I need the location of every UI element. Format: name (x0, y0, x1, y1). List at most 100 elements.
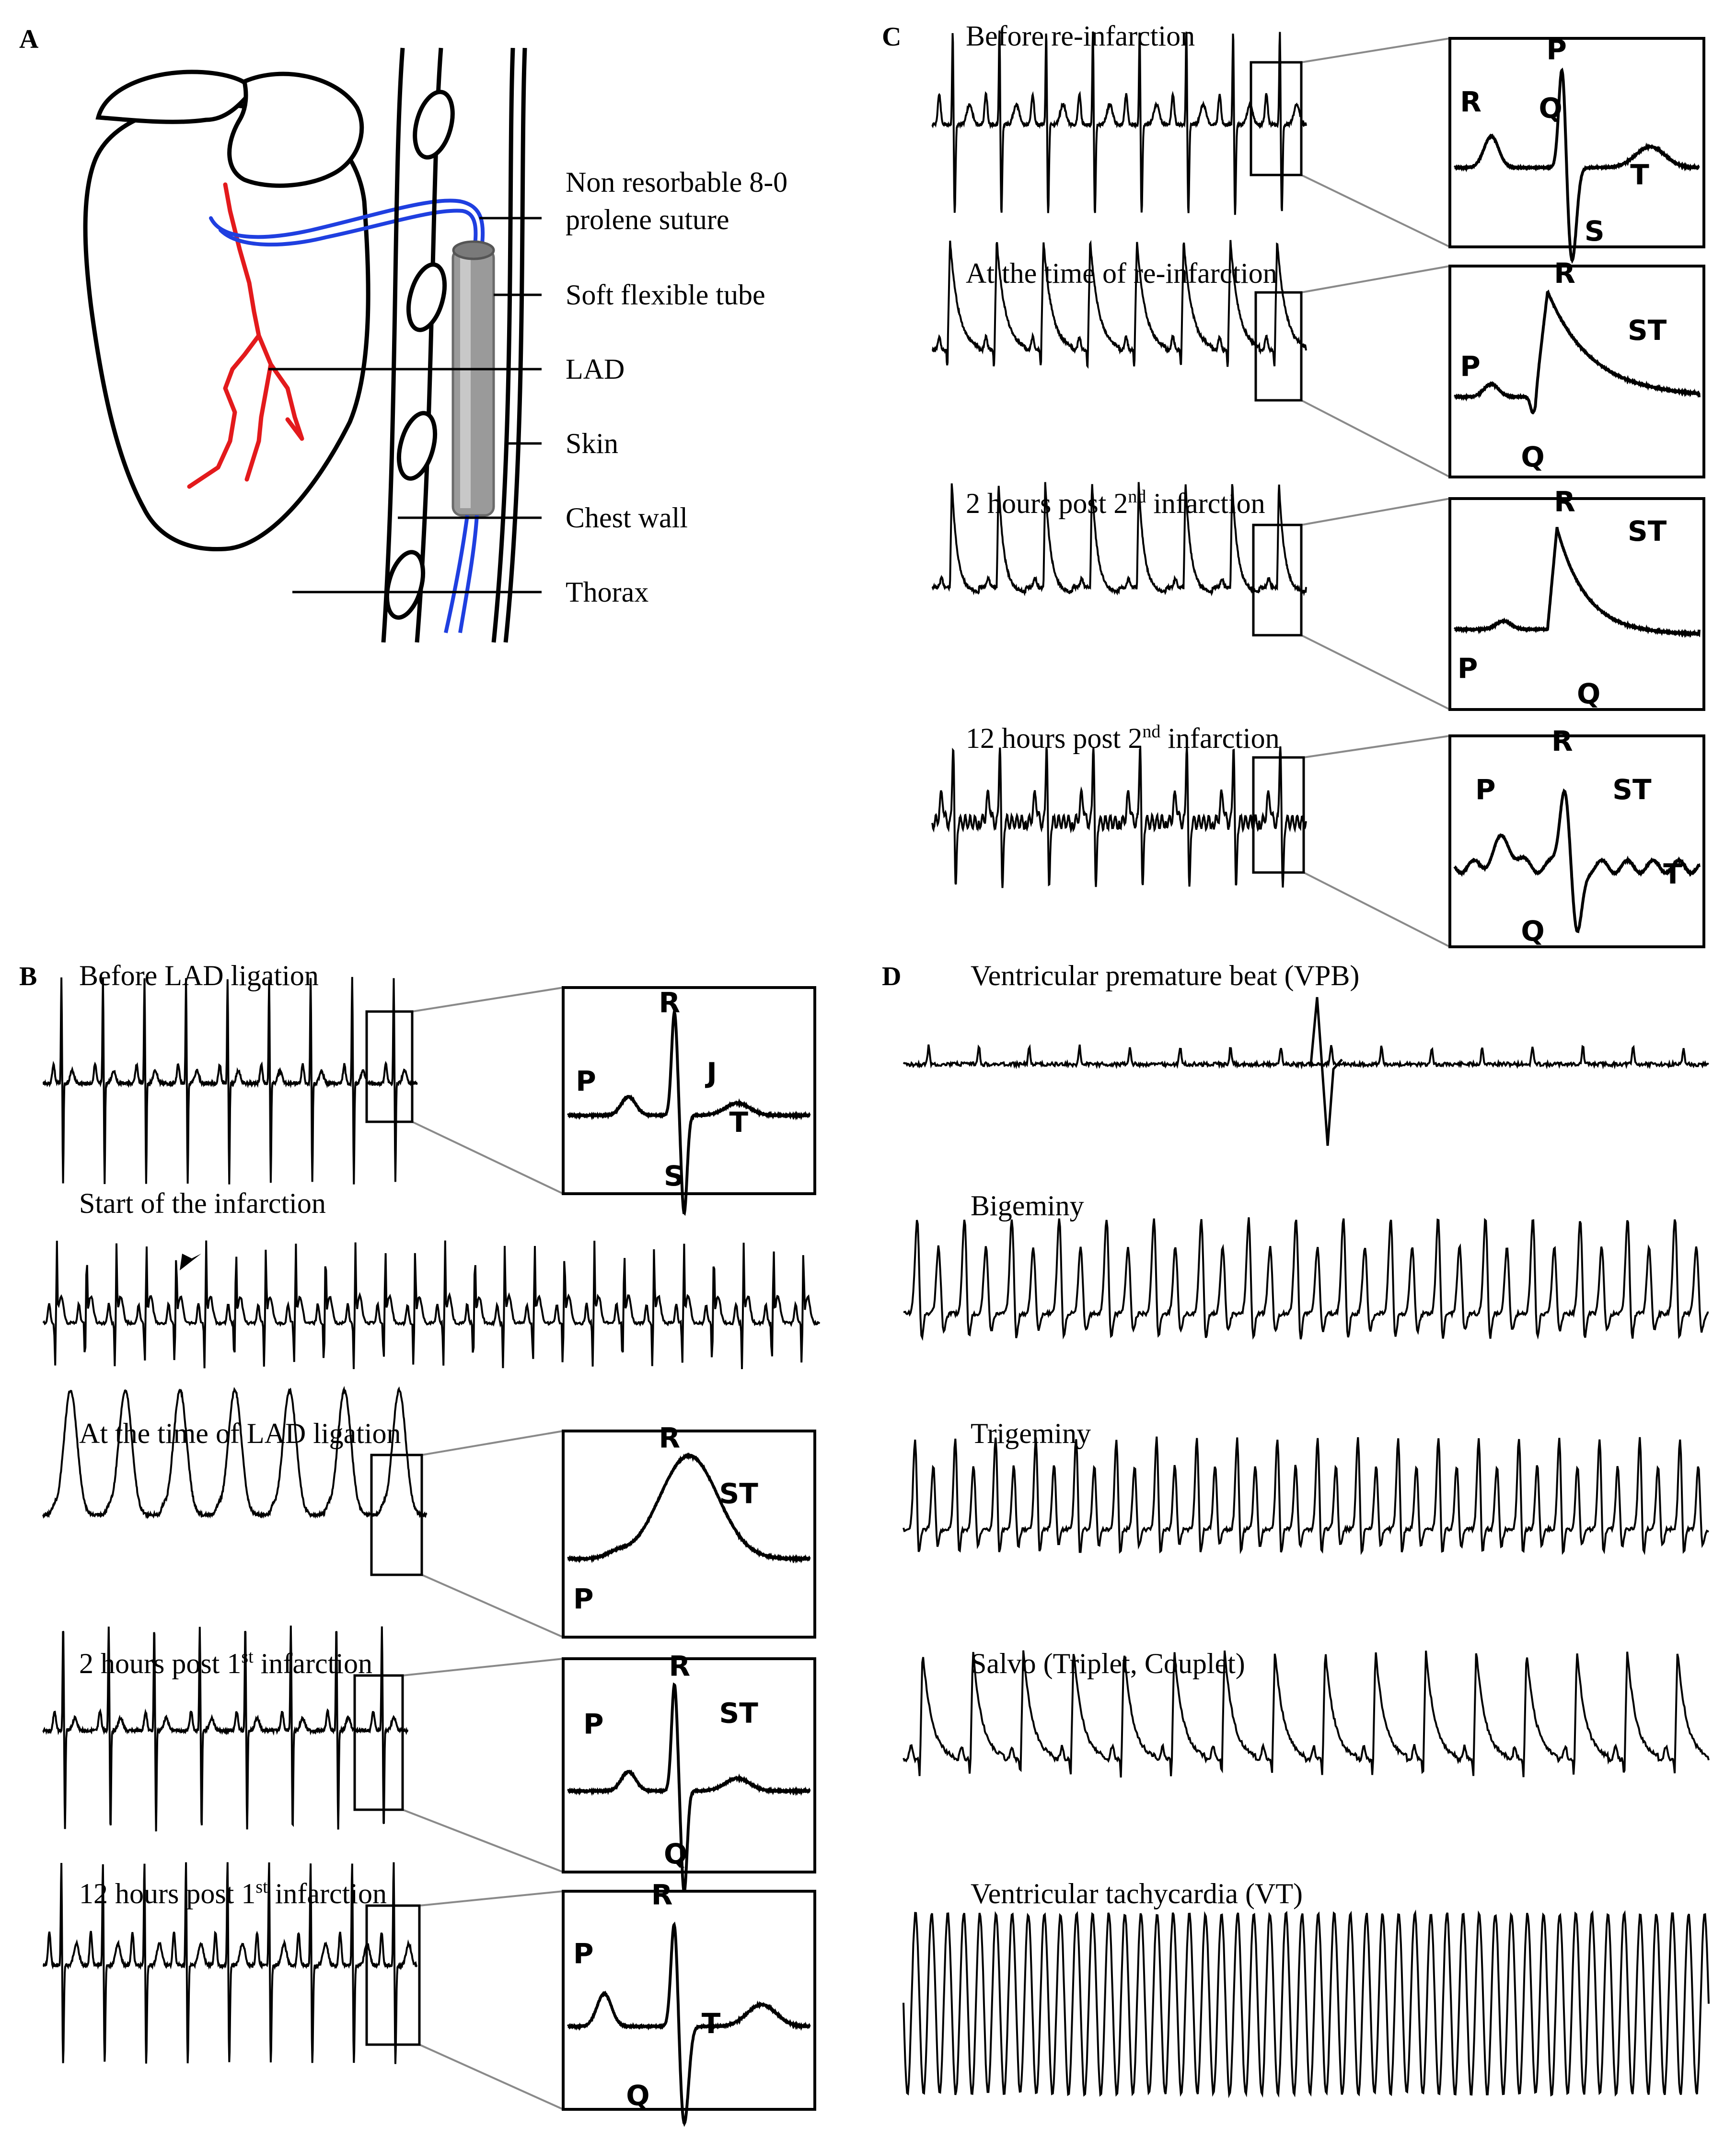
panel-b-1-zoom-box (365, 1010, 414, 1123)
panel-d-ecg-trace-1 (903, 1044, 1709, 1070)
panel-c-1-zoom-line-bottom (1301, 174, 1450, 248)
panel-b-trace-title-5-part: 12 hours post 1 (79, 1878, 255, 1909)
panel-c-inset-4-wave-label: T (1663, 858, 1682, 890)
label-lad: LAD (566, 353, 625, 385)
panel-c-4-zoom-box (1252, 756, 1305, 874)
panel-b-trace-title-5: 12 hours post 1st infarction (79, 1877, 387, 1909)
tube-highlight (460, 256, 471, 508)
panel-c-3-zoom-box (1252, 524, 1303, 637)
panel-c-inset-1-wave-label: P (1546, 34, 1567, 66)
panel-c-inset-2-wave-label: P (1460, 350, 1481, 383)
heart-atrium-right (227, 71, 364, 188)
panel-d-letter: D (882, 962, 901, 991)
rib-3 (396, 411, 438, 481)
panel-c-inset-3-wave-label: Q (1577, 677, 1600, 710)
panel-b-1-zoom-line-top (412, 987, 564, 1012)
rib-2 (406, 262, 447, 332)
premature-beat (1309, 997, 1343, 1146)
label-suture-2: prolene suture (566, 204, 729, 235)
panel-c-4-zoom-line-top (1303, 735, 1450, 758)
panel-c-inset-4-waveform (1453, 788, 1701, 933)
panel-b-inset-1-waveform (567, 1010, 811, 1216)
panel-b-trace-title-4-rest: infarction (254, 1648, 372, 1679)
panel-c-inset-1-wave-label: R (1460, 85, 1481, 118)
panel-c-ecg-trace-3 (931, 482, 1307, 597)
panel-b-trace-title-5-rest: infarction (268, 1878, 387, 1909)
panel-c-inset-3-wave-label: ST (1628, 515, 1667, 547)
panel-b-trace-title-2: Start of the infarction (79, 1187, 326, 1219)
panel-c-inset-2-box (1448, 265, 1705, 478)
rib-1 (413, 90, 455, 160)
panel-c-trace-title-2: At the time of re-infarction (966, 257, 1277, 289)
panel-d-trace-title-4: Salvo (Triplet, Couplet) (971, 1648, 1245, 1679)
panel-c-trace-title-3-sup: nd (1128, 487, 1146, 507)
panel-d-ecg-trace-2 (903, 1217, 1709, 1341)
panel-d-trace-title-2: Bigeminy (971, 1190, 1084, 1222)
panel-c-4-zoom-line-bottom (1303, 872, 1450, 948)
panel-b-inset-4-wave-label: R (669, 1650, 691, 1683)
panel-b-inset-1-wave-label: J (705, 1057, 717, 1089)
label-skin: Skin (566, 428, 618, 459)
skin-line-outer (503, 47, 527, 643)
panel-b-trace-title-1: Before LAD ligation (79, 960, 319, 991)
panel-c-inset-1-wave-label: S (1585, 215, 1605, 247)
panel-b-ecg-trace-1 (42, 977, 418, 1185)
label-tube: Soft flexible tube (566, 279, 765, 311)
panel-b-3-zoom-line-bottom (421, 1574, 564, 1638)
panel-c-ecg-trace-4 (931, 745, 1307, 888)
panel-d-ecg-trace-5 (903, 1909, 1710, 2098)
panel-c-inset-2-wave-label: Q (1521, 441, 1544, 473)
panel-b-inset-5-waveform (567, 1921, 811, 2127)
panel-c-2-zoom-line-bottom (1301, 399, 1450, 478)
panel-d-trace-title-1: Ventricular premature beat (VPB) (971, 960, 1359, 991)
panel-b-4-zoom-box (353, 1674, 404, 1811)
panel-c-inset-4-wave-label: R (1551, 725, 1573, 757)
panel-b-inset-4-wave-label: ST (719, 1697, 759, 1730)
panel-b-inset-5-wave-label: R (651, 1878, 673, 1911)
panel-b-4-zoom-line-bottom (402, 1809, 564, 1873)
panel-c-inset-4-box (1448, 734, 1705, 948)
panel-b-ecg-trace-3 (42, 1385, 428, 1520)
panel-c-inset-1-waveform (1453, 67, 1700, 264)
panel-b-inset-1-wave-label: S (664, 1160, 684, 1192)
panel-d-ecg-trace-4 (903, 1650, 1710, 1778)
lad-branch-2 (268, 362, 304, 441)
panel-c-2-zoom-box (1254, 291, 1303, 402)
panel-b-3-zoom-line-top (421, 1430, 564, 1456)
suture-exit (444, 515, 469, 633)
panel-b-5-zoom-line-bottom (419, 2044, 564, 2110)
panel-c-ecg-trace-1 (931, 30, 1307, 215)
panel-c-inset-4-wave-label: Q (1521, 915, 1544, 947)
rib-4 (384, 550, 426, 620)
suture-exit-2 (458, 515, 479, 633)
panel-c-inset-3-wave-label: R (1554, 485, 1575, 518)
panel-c-inset-3-wave-label: P (1458, 652, 1478, 685)
panel-b-inset-3-box (562, 1430, 816, 1639)
panel-b-5-zoom-box (365, 1904, 421, 2046)
heart-outline (83, 102, 370, 552)
panel-d-trace-title-5: Ventricular tachycardia (VT) (971, 1878, 1303, 1909)
suture-thread-2 (219, 209, 478, 251)
infarction-start-arrow-icon (180, 1254, 201, 1270)
panel-d-ecg-trace-3 (903, 1436, 1709, 1555)
panel-b-trace-title-4-part: 2 hours post 1 (79, 1648, 241, 1679)
panel-c-trace-title-4-rest: infarction (1160, 722, 1279, 754)
panel-c-inset-3-waveform (1453, 527, 1701, 639)
panel-c-trace-title-4-sup: nd (1142, 721, 1160, 742)
panel-d-trace-title-3: Trigeminy (971, 1418, 1091, 1449)
label-thorax: Thorax (566, 576, 648, 608)
panel-b-trace-title-5-sup: st (255, 1877, 268, 1897)
panel-c-inset-2-wave-label: R (1554, 257, 1575, 290)
panel-b-ecg-trace-5 (42, 1862, 418, 2064)
suture-thread (209, 198, 485, 251)
panel-b-inset-4-wave-label: Q (664, 1838, 687, 1870)
panel-c-trace-title-3: 2 hours post 2nd infarction (966, 487, 1265, 519)
panel-c-trace-title-4: 12 hours post 2nd infarction (966, 721, 1280, 754)
label-suture-1: Non resorbable 8-0 (566, 166, 787, 198)
label-chest-wall: Chest wall (566, 502, 688, 534)
tube-opening (452, 240, 495, 260)
panel-b-1-zoom-line-bottom (412, 1121, 564, 1195)
panel-b-trace-title-4-sup: st (241, 1647, 254, 1667)
